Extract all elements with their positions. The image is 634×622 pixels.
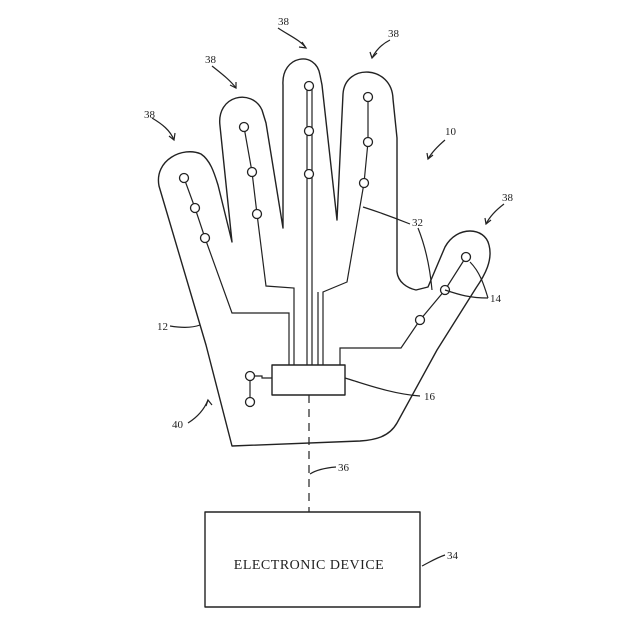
sensor-dots (178, 80, 472, 408)
sensor-thumb-1 (460, 251, 472, 263)
trace-ring (322, 97, 369, 365)
controller-box (271, 364, 346, 396)
sensor-palm-1 (244, 370, 256, 382)
leader-16 (344, 377, 421, 397)
leader-14-b (469, 261, 489, 299)
arrow-38-ring (369, 51, 378, 60)
label-12: 12 (157, 321, 168, 333)
label-38-index: 38 (205, 54, 217, 66)
label-16: 16 (424, 391, 436, 403)
sensor-middle-3 (303, 168, 315, 180)
electronic-device-box (204, 511, 421, 608)
sensor-pinky-2 (189, 202, 201, 214)
leader-10 (427, 139, 446, 160)
sensor-pinky-3 (199, 232, 211, 244)
sensor-ring-3 (358, 177, 370, 189)
arrow-40 (205, 398, 213, 407)
label-38-middle: 38 (278, 16, 290, 28)
arrow-38-thumb (484, 217, 492, 226)
glove-outline (157, 58, 491, 447)
leader-32-lower (417, 227, 433, 291)
label-36: 36 (338, 462, 350, 474)
leader-38-pinky (151, 117, 175, 141)
arrow-10 (426, 152, 434, 161)
sensor-index-1 (238, 121, 250, 133)
trace-index (243, 126, 295, 365)
sensor-index-3 (251, 208, 263, 220)
leader-38-thumb (485, 203, 505, 225)
sensor-middle-2 (303, 125, 315, 137)
label-38-ring: 38 (388, 28, 400, 40)
sensor-palm-2 (244, 396, 256, 408)
leader-14-a (444, 289, 489, 299)
leader-32 (362, 206, 411, 225)
label-32: 32 (412, 217, 423, 229)
leader-38-ring (371, 39, 391, 59)
sensor-thumb-3 (414, 314, 426, 326)
label-34: 34 (447, 550, 459, 562)
electronic-device-label: ELECTRONIC DEVICE (234, 558, 384, 573)
sensor-index-2 (246, 166, 258, 178)
trace-pinky (183, 177, 290, 365)
label-38-pinky: 38 (144, 109, 156, 121)
leader-38-index (211, 65, 237, 89)
trace-thumb (339, 256, 467, 365)
leader-lines (151, 27, 505, 567)
leader-12 (169, 324, 201, 328)
sensor-middle-1 (303, 80, 315, 92)
leader-36 (309, 466, 337, 475)
sensor-ring-1 (362, 91, 374, 103)
sensor-pinky-1 (178, 172, 190, 184)
arrow-38-middle (298, 41, 308, 49)
arrow-38-pinky (168, 132, 176, 142)
label-14: 14 (490, 293, 502, 305)
arrow-38-index (229, 82, 237, 89)
label-38-thumb: 38 (502, 192, 514, 204)
label-10: 10 (445, 126, 457, 138)
leader-34 (421, 554, 446, 567)
label-40: 40 (172, 419, 184, 431)
sensor-ring-2 (362, 136, 374, 148)
leader-38-middle (277, 27, 307, 49)
leader-40 (187, 399, 209, 424)
